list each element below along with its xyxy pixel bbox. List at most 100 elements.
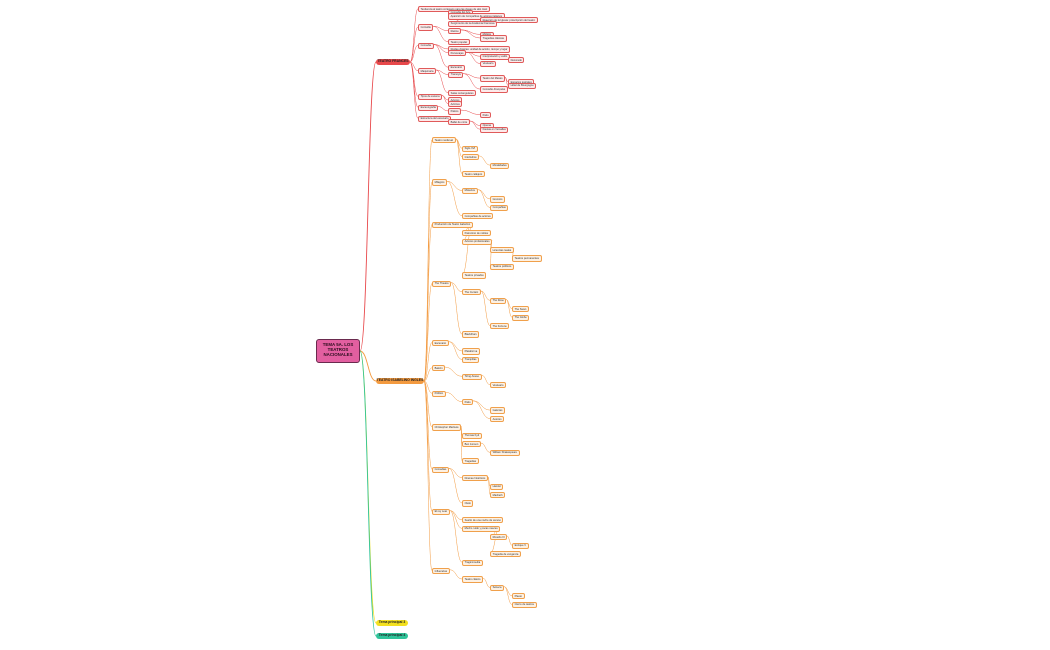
- subtopic-node[interactable]: Vestuario: [490, 382, 507, 389]
- subtopic-node[interactable]: Christopher Marlowe: [432, 424, 462, 431]
- subtopic-node[interactable]: Mucho ruido y pocas nueces: [462, 525, 501, 532]
- subtopic-node[interactable]: Interpretación y estilo: [480, 53, 510, 60]
- subtopic-node[interactable]: Tipos de escena: [418, 93, 443, 100]
- subtopic-node[interactable]: Tiring-house: [462, 373, 482, 380]
- main-topic[interactable]: TEATRO FRANCES: [376, 59, 410, 65]
- subtopic-node[interactable]: Racine: [448, 28, 462, 35]
- connector-line: [448, 341, 463, 352]
- connector-line: [455, 138, 463, 174]
- main-topic[interactable]: Tema principal 4: [376, 633, 408, 639]
- connector-line: [409, 26, 419, 63]
- subtopic-node[interactable]: Moralidades: [490, 162, 510, 169]
- subtopic-node[interactable]: Tragedia de venganza: [490, 551, 521, 558]
- subtopic-node[interactable]: Escenario: [448, 64, 465, 71]
- subtopic-node[interactable]: Milagros: [432, 179, 447, 186]
- subtopic-node[interactable]: William Shakespeare: [490, 449, 520, 456]
- subtopic-node[interactable]: El rey Lear: [432, 508, 450, 516]
- connector-line: [423, 380, 433, 428]
- subtopic-node[interactable]: Hamlet: [490, 483, 504, 490]
- subtopic-node[interactable]: Comedias: [432, 466, 449, 473]
- subtopic-node[interactable]: Escenografía: [418, 104, 439, 111]
- subtopic-node[interactable]: Actrices: [448, 101, 463, 108]
- subtopic-node[interactable]: Estructura del escenario: [418, 115, 452, 122]
- subtopic-node[interactable]: Interludios: [462, 154, 480, 161]
- subtopic-node[interactable]: Teatros privados: [462, 272, 487, 279]
- subtopic-node[interactable]: Teatro callejero: [462, 170, 485, 178]
- subtopic-node[interactable]: Siglo XVI: [462, 145, 478, 152]
- central-topic[interactable]: TEMA 5A. LOS TEATROS NACIONALES: [316, 339, 360, 363]
- subtopic-node[interactable]: Teatro clásico: [462, 576, 484, 583]
- subtopic-node[interactable]: Ben Jonson: [462, 441, 481, 448]
- subtopic-node[interactable]: The Curtain: [462, 289, 481, 296]
- subtopic-node[interactable]: The Rose: [490, 297, 507, 304]
- subtopic-node[interactable]: Trampillas: [462, 356, 480, 363]
- subtopic-node[interactable]: Licencias reales: [490, 247, 514, 254]
- subtopic-node[interactable]: Decorado: [508, 57, 525, 64]
- subtopic-node[interactable]: Escenario: [432, 339, 449, 347]
- subtopic-node[interactable]: Autores: [490, 415, 505, 423]
- subtopic-node[interactable]: Patrocinio de nobles: [462, 230, 491, 237]
- subtopic-node[interactable]: Ricardo III: [490, 534, 508, 541]
- subtopic-node[interactable]: Teatros públicos: [490, 263, 514, 271]
- subtopic-node[interactable]: Comédie-Française: [480, 86, 508, 93]
- subtopic-node[interactable]: Actores profesionales: [462, 238, 493, 245]
- subtopic-node[interactable]: Compañías de actores: [462, 213, 494, 220]
- main-topic[interactable]: TEATRO ISABELINO INGLES: [376, 378, 424, 384]
- subtopic-node[interactable]: Compañías: [490, 204, 509, 211]
- subtopic-node[interactable]: Tramoya: [448, 71, 464, 79]
- connector-line: [477, 189, 491, 200]
- subtopic-node[interactable]: Plataforma: [462, 348, 480, 355]
- subtopic-node[interactable]: Otelo: [462, 500, 474, 507]
- subtopic-node[interactable]: Patio: [480, 111, 492, 119]
- subtopic-node[interactable]: Corneille: [418, 24, 434, 31]
- subtopic-node[interactable]: The Swan: [512, 306, 529, 313]
- subtopic-node[interactable]: Patio: [462, 399, 474, 406]
- subtopic-node[interactable]: The Theatre: [432, 280, 452, 287]
- connector-line: [465, 51, 481, 64]
- subtopic-node[interactable]: Vestuario: [480, 60, 497, 68]
- subtopic-node[interactable]: Fiestas en Versalles: [480, 126, 509, 133]
- subtopic-node[interactable]: Reacción de la Iglesia: proscripción del…: [480, 17, 538, 24]
- subtopic-node[interactable]: Thomas Kyd: [462, 432, 482, 439]
- subtopic-node[interactable]: Aparición de Compañías de actores italia…: [448, 13, 505, 20]
- subtopic-node[interactable]: Blackfriars: [462, 331, 480, 338]
- subtopic-node[interactable]: Palcos: [448, 108, 461, 115]
- subtopic-node[interactable]: Galerías: [490, 407, 505, 414]
- main-topic[interactable]: Tema principal 3: [376, 620, 408, 626]
- subtopic-node[interactable]: Reglas clásicas: unidad de acción, tiemp…: [448, 46, 510, 53]
- subtopic-node[interactable]: Teatro popular: [448, 39, 470, 46]
- subtopic-node[interactable]: Teatro medieval: [432, 137, 456, 144]
- subtopic-node[interactable]: Tragicomedia: [462, 559, 483, 566]
- subtopic-node[interactable]: Teatros permanentes: [512, 255, 542, 262]
- subtopic-node[interactable]: Ballet de corte: [448, 119, 470, 126]
- subtopic-node[interactable]: The Fortune: [490, 323, 510, 330]
- subtopic-node[interactable]: Teatro del Marais: [480, 75, 506, 82]
- subtopic-node[interactable]: Comedia: [418, 42, 434, 49]
- connector-line: [359, 350, 377, 382]
- subtopic-node[interactable]: Maquinaria: [418, 68, 437, 75]
- connector-line: [480, 442, 491, 453]
- subtopic-node[interactable]: Cierre de teatros: [512, 601, 537, 608]
- subtopic-node[interactable]: Macbeth: [490, 491, 506, 499]
- connector-line: [449, 510, 463, 563]
- subtopic-node[interactable]: Influencias: [432, 567, 450, 575]
- subtopic-node[interactable]: Público: [432, 390, 446, 397]
- subtopic-node[interactable]: Tragedias: [462, 458, 479, 465]
- subtopic-node[interactable]: Plauto: [512, 593, 525, 600]
- connector-line: [423, 380, 433, 512]
- subtopic-node[interactable]: Dramas históricos: [462, 475, 488, 482]
- subtopic-node[interactable]: Séneca: [490, 584, 504, 592]
- subtopic-node[interactable]: Enrique V: [512, 542, 529, 549]
- subtopic-node[interactable]: The Globe: [512, 314, 530, 321]
- subtopic-node[interactable]: Personajes: [448, 49, 467, 57]
- subtopic-node[interactable]: Surgimiento de la Academia Francesa: [448, 20, 498, 27]
- subtopic-node[interactable]: Producción de Teatro Isabelino: [432, 221, 473, 228]
- subtopic-node[interactable]: Sueño de una noche de verano: [462, 517, 504, 524]
- subtopic-node[interactable]: Hôtel de Bourgogne: [508, 82, 537, 89]
- subtopic-node[interactable]: Gremios: [490, 196, 505, 203]
- subtopic-node[interactable]: Balcón: [432, 365, 446, 372]
- subtopic-node[interactable]: Tragedias clásicas: [480, 35, 507, 42]
- subtopic-node[interactable]: Salas rectangulares: [448, 90, 477, 97]
- subtopic-node[interactable]: Misterios: [462, 187, 478, 195]
- connector-line: [472, 400, 491, 411]
